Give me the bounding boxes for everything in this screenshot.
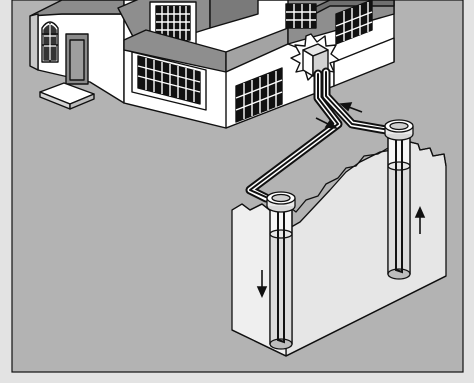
- flow-arrows: [256, 102, 426, 298]
- borehole-right: [384, 119, 414, 280]
- borehole-left: [266, 191, 296, 350]
- well-cap-left: [266, 191, 296, 213]
- arrow-left-icon: [339, 102, 363, 113]
- arrow-down-icon: [256, 270, 268, 298]
- front-door: [65, 33, 89, 85]
- front-steps: [39, 82, 95, 110]
- ground-loop-pipes: [245, 67, 391, 203]
- well-cap-right: [384, 119, 414, 141]
- arched-window: [41, 21, 59, 63]
- arrow-up-icon: [414, 206, 426, 234]
- house-main: [117, 0, 395, 129]
- arrow-right-icon: [315, 117, 338, 129]
- return-pipe: [325, 71, 391, 131]
- house: [29, 0, 395, 129]
- block-bottom-edge-side: [285, 275, 447, 357]
- supply-pipe: [249, 73, 339, 199]
- block-bottom-edge-front: [231, 329, 287, 357]
